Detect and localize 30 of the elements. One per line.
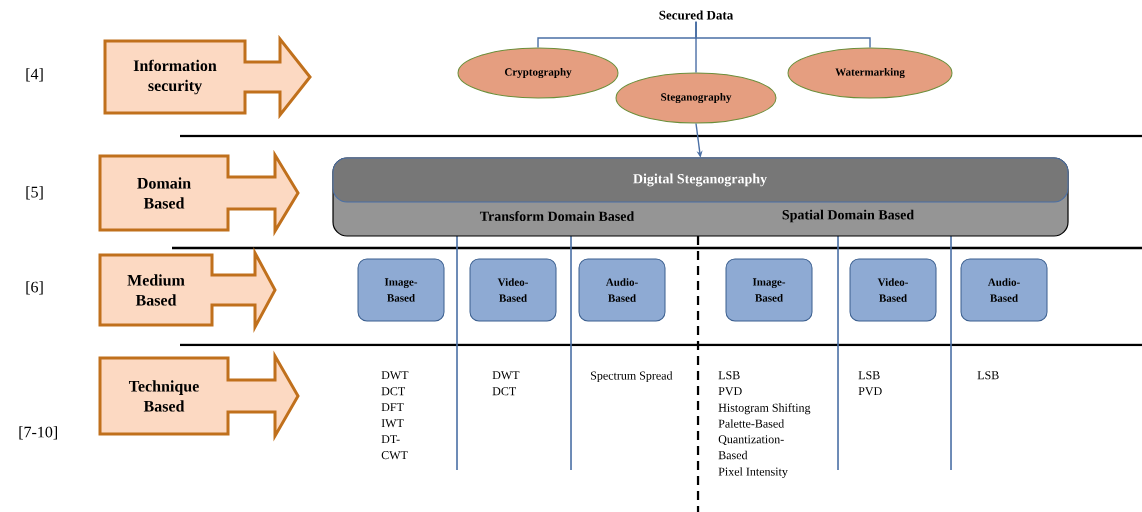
technique-text: IWT xyxy=(381,419,404,428)
technique-text: PVD xyxy=(858,387,882,396)
category-band: Digital Steganography Transform Domain Based Spatial Domain Based xyxy=(332,157,1069,237)
reference-number: [6] xyxy=(26,281,43,295)
technique-text: LSB xyxy=(718,371,740,380)
technique-text: Palette-Based xyxy=(718,419,785,428)
medium-box: Video-Based xyxy=(469,258,557,322)
technique-text: Quantization-Based xyxy=(718,435,784,460)
technique-text: DWT xyxy=(381,371,409,380)
technique-text: Histogram Shifting xyxy=(718,403,811,415)
technique-text: DWT xyxy=(492,371,520,380)
technique-text: LSB xyxy=(977,371,999,380)
medium-box: Image-Based xyxy=(725,258,813,322)
connector xyxy=(695,21,871,49)
technique-text: Spectrum Spread xyxy=(591,371,673,383)
reference-number: [7-10] xyxy=(19,426,57,440)
reference-number: [4] xyxy=(26,68,43,82)
technique-text: LSB xyxy=(858,371,880,380)
reference-number: [5] xyxy=(26,186,43,200)
medium-box: Video-Based xyxy=(849,258,937,322)
technique-text: DCT xyxy=(381,387,405,396)
medium-box: Image-Based xyxy=(357,258,445,322)
medium-box: Audio-Based xyxy=(578,258,666,322)
technique-text: DT-CWT xyxy=(381,435,408,460)
medium-box: Audio-Based xyxy=(960,258,1048,322)
heading-text: Secured Data xyxy=(659,10,734,20)
technique-text: DFT xyxy=(381,403,404,412)
technique-text: PVD xyxy=(718,387,742,396)
technique-text: Pixel Intensity xyxy=(718,467,788,479)
technique-text: DCT xyxy=(492,387,516,396)
